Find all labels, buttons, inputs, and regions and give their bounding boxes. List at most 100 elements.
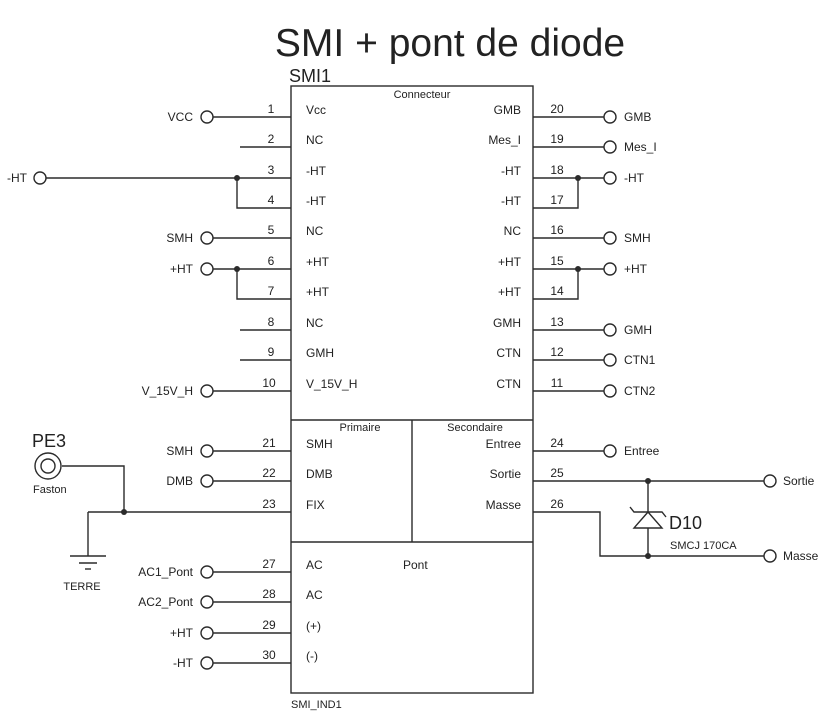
pin-label: -HT [306,164,327,178]
pin-label: -HT [501,164,522,178]
net-label: DMB [166,474,193,488]
pin-label: DMB [306,467,333,481]
net-terminal [200,444,214,458]
junction-dot [575,266,581,272]
pin-label: (+) [306,619,321,633]
pin-number: 11 [551,376,564,390]
net-label: +HT [624,262,648,276]
net-terminal [200,626,214,640]
net-terminal [603,444,617,458]
pin-label: CTN [496,346,521,360]
pin-label: NC [306,316,324,330]
component-ref: SMI1 [289,66,331,86]
pin-label: +HT [306,255,330,269]
section-connecteur: Connecteur [394,89,451,101]
junction-dot [575,175,581,181]
net-label: Masse [783,549,819,563]
pin-label: Entree [486,437,522,451]
net-terminal [603,384,617,398]
pin-label: -HT [306,194,327,208]
tvs-diode-icon [629,481,667,556]
pin-number: 3 [268,163,275,177]
pin-label: AC [306,558,323,572]
net-label: Sortie [783,474,815,488]
diode-part: SMCJ 170CA [670,540,737,552]
net-label: CTN1 [624,353,656,367]
pin-label: NC [306,224,324,238]
pin-label: +HT [306,285,330,299]
pin-label: NC [306,133,324,147]
pin-label: GMB [494,103,521,117]
net-label: SMH [166,231,193,245]
pin-number: 28 [262,587,276,601]
junction-dot [121,509,127,515]
pin-label: SMH [306,437,333,451]
pin-label: Masse [486,498,522,512]
ground-label: TERRE [63,581,100,593]
pin-number: 1 [268,102,275,116]
net-label: SMH [624,231,651,245]
net-terminal [200,595,214,609]
diagram-title: SMI + pont de diode [275,22,625,65]
junction-dot [234,266,240,272]
pin-number: 15 [550,254,564,268]
net-label: +HT [170,262,194,276]
pin-label: NC [504,224,522,238]
pin-number: 26 [550,497,564,511]
pin-number: 8 [268,315,275,329]
net-terminal [603,323,617,337]
pin-label: V_15V_H [306,377,357,391]
pin-number: 24 [550,436,564,450]
net-label: -HT [173,656,194,670]
pin-number: 17 [550,193,564,207]
pin-number: 27 [262,557,276,571]
pin-label: (-) [306,649,318,663]
ground-symbol [70,512,106,570]
pin-label: AC [306,588,323,602]
net-terminal [200,262,214,276]
net-terminal [200,231,214,245]
pin-number: 13 [550,315,564,329]
net-label: AC2_Pont [138,595,193,609]
component-outline [290,85,534,694]
net-label: Mes_I [624,140,657,154]
net-terminal [603,353,617,367]
pin-label: FIX [306,498,325,512]
pin-number: 21 [262,436,276,450]
net-label: GMH [624,323,652,337]
pin-label: Vcc [306,103,326,117]
net-label: SMH [166,444,193,458]
pin-number: 30 [262,648,276,662]
net-terminal [200,384,214,398]
pin-number: 19 [550,132,564,146]
net-label: GMB [624,110,651,124]
section-pont: Pont [403,558,428,572]
net-label: -HT [7,171,28,185]
pin-number: 25 [550,466,564,480]
net-terminal [33,171,47,185]
net-label: -HT [624,171,645,185]
pin-number: 20 [550,102,564,116]
connector-type: Faston [33,484,67,496]
pin-number: 4 [268,193,275,207]
pin-number: 9 [268,345,275,359]
net-label: +HT [170,626,194,640]
pin-number: 22 [262,466,276,480]
pin-label: GMH [306,346,334,360]
net-terminal [763,549,777,563]
net-terminal [763,474,777,488]
junction-dot [234,175,240,181]
pin-label: +HT [498,255,522,269]
pin-number: 2 [268,132,275,146]
pin-label: CTN [496,377,521,391]
net-label: V_15V_H [142,384,193,398]
pin-number: 10 [262,376,276,390]
pin-number: 12 [550,345,564,359]
pin-number: 29 [262,618,276,632]
pin-number: 18 [550,163,564,177]
section-secondaire: Secondaire [447,422,503,434]
pin-label: -HT [501,194,522,208]
net-terminal [200,565,214,579]
pin-label: Sortie [490,467,522,481]
